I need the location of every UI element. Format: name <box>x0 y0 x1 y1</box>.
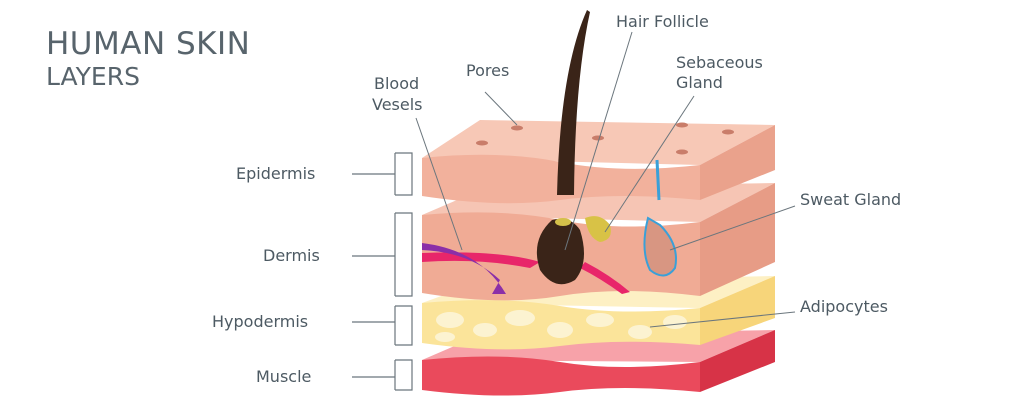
epidermis-layer <box>422 120 775 204</box>
callout-sebaceous-line2: Gland <box>676 73 723 92</box>
layer-brackets <box>352 152 413 391</box>
diagram-subtitle: LAYERS <box>46 62 140 91</box>
diagram-title: HUMAN SKIN <box>46 26 251 62</box>
callout-sebaceous-line1: Sebaceous <box>676 53 763 72</box>
vein <box>422 243 506 294</box>
dermis-layer <box>422 183 775 301</box>
label-hypodermis: Hypodermis <box>212 312 309 331</box>
hair-bulb <box>536 218 584 285</box>
callout-pores: Pores <box>466 61 510 80</box>
label-dermis: Dermis <box>263 246 320 265</box>
label-muscle: Muscle <box>256 367 312 386</box>
sebaceous-gland-shape <box>585 216 611 242</box>
pores <box>476 122 734 155</box>
label-epidermis: Epidermis <box>236 164 316 183</box>
artery <box>422 252 540 268</box>
leader-lines <box>415 31 796 328</box>
callout-sweat-gland: Sweat Gland <box>800 190 902 209</box>
hair-shaft <box>557 10 590 195</box>
callout-blood-vessels-line1: Blood <box>374 74 420 93</box>
callout-blood-vessels-line2: Vesels <box>372 95 423 114</box>
sweat-gland-shape <box>643 216 677 277</box>
callout-adipocytes: Adipocytes <box>800 297 888 316</box>
callout-hair-follicle: Hair Follicle <box>616 12 709 31</box>
